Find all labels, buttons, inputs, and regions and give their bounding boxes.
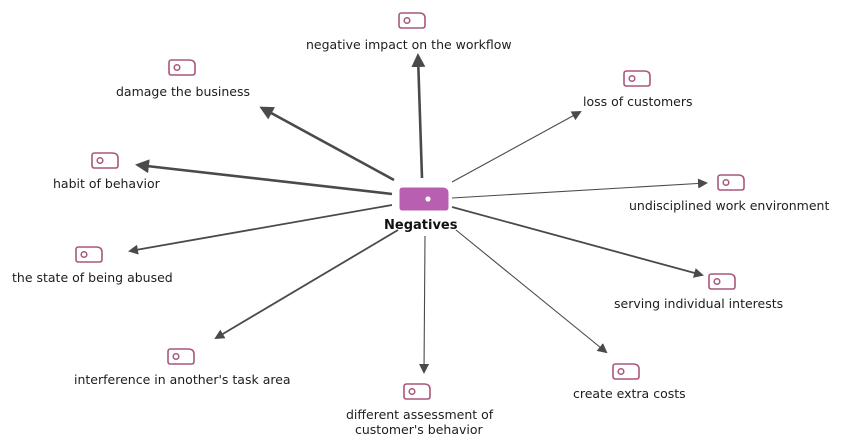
node-icon-habit — [91, 152, 119, 169]
arrow-customers — [451, 111, 582, 183]
node-label-assessment-line1: different assessment of — [346, 407, 494, 422]
node-icon-customers — [623, 70, 651, 87]
center-node-icon — [399, 187, 449, 211]
node-icon-interf — [167, 348, 195, 365]
node-label-abused: the state of being abused — [12, 270, 173, 285]
node-label-costs: create extra costs — [573, 386, 686, 401]
arrow-damage — [259, 106, 395, 182]
node-icon-undisc — [717, 174, 745, 191]
node-label-damage: damage the business — [116, 84, 250, 99]
arrow-costs — [455, 229, 608, 354]
arrow-interf — [214, 229, 399, 340]
arrow-workflow — [411, 53, 426, 179]
node-icon-workflow — [398, 12, 426, 29]
node-icon-costs — [612, 363, 640, 380]
node-label-undisciplined: undisciplined work environment — [629, 198, 830, 213]
node-label-habit: habit of behavior — [53, 176, 160, 191]
arrow-abused — [128, 204, 393, 255]
center-node-label: Negatives — [384, 218, 458, 233]
arrow-undisc — [451, 178, 708, 199]
node-label-workflow: negative impact on the workflow — [306, 37, 512, 52]
edges-group — [128, 53, 708, 374]
node-label-customers: loss of customers — [583, 94, 693, 109]
node-label-interference: interference in another's task area — [74, 372, 291, 387]
node-icon-damage — [168, 59, 196, 76]
arrow-serving — [451, 206, 704, 278]
node-label-assessment-line2: customer's behavior — [355, 422, 483, 437]
node-icon-serving — [708, 273, 736, 290]
arrow-assess — [419, 235, 430, 374]
arrow-habit — [135, 159, 393, 196]
node-icons-group — [75, 12, 745, 400]
node-icon-assess — [403, 383, 431, 400]
node-label-serving: serving individual interests — [614, 296, 784, 311]
node-icon-abused — [75, 246, 103, 263]
